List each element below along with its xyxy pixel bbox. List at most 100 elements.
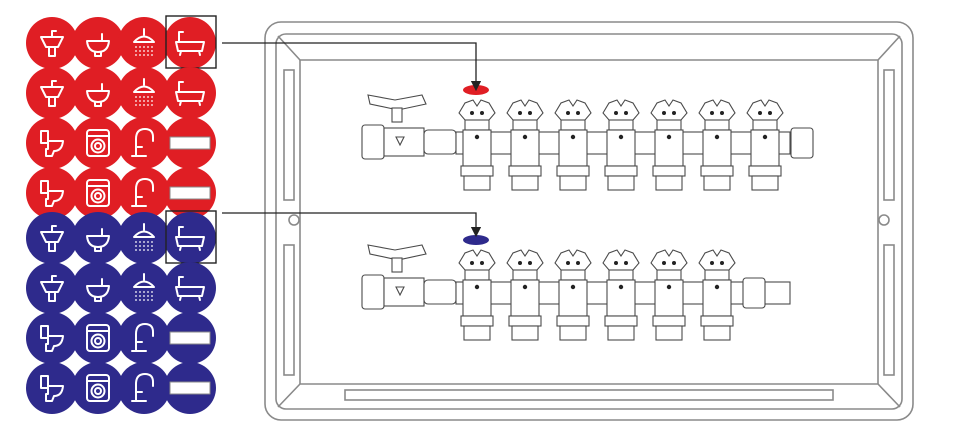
outlet-valve	[650, 99, 688, 191]
bathtub-icon	[175, 276, 205, 301]
outlet-valve	[698, 249, 736, 341]
sticker-disc	[26, 262, 78, 314]
blank-label-icon	[169, 186, 211, 200]
outlet-valve	[554, 249, 592, 341]
hot-sticker	[118, 117, 170, 169]
outlet-valve	[506, 99, 544, 191]
shower-icon	[133, 223, 155, 251]
outlet-valve	[554, 99, 592, 191]
washing-machine-icon	[86, 324, 110, 352]
cold-sticker	[118, 262, 170, 314]
sticker-disc	[26, 167, 78, 219]
cold-sticker	[26, 362, 78, 414]
sticker-disc	[26, 117, 78, 169]
hot-sticker	[164, 15, 217, 69]
bidet-icon	[86, 83, 110, 107]
cold-sticker	[72, 362, 124, 414]
washbasin-icon	[40, 30, 64, 57]
ball-valve	[361, 94, 457, 160]
washbasin-icon	[40, 225, 64, 252]
cold-sticker	[26, 212, 78, 264]
cold-sticker-sheet	[26, 210, 217, 414]
washbasin-icon	[40, 80, 64, 107]
hot-sticker	[164, 167, 216, 219]
hot-sticker	[72, 117, 124, 169]
bidet-icon	[86, 278, 110, 302]
cold-sticker	[118, 312, 170, 364]
leader-lines	[222, 42, 482, 238]
hot-sticker	[72, 67, 124, 119]
bathtub-icon	[175, 31, 205, 56]
hot-sticker-sheet	[26, 15, 217, 219]
cold-sticker	[72, 212, 124, 264]
manifold-cabinet	[264, 21, 914, 421]
outlet-valve	[746, 99, 784, 191]
faucet-icon	[131, 128, 154, 157]
toilet-icon	[40, 130, 64, 157]
toilet-icon	[40, 180, 64, 207]
sticker-disc	[26, 67, 78, 119]
hot-sticker	[72, 17, 124, 69]
cold-sticker	[118, 212, 170, 264]
washbasin-icon	[40, 275, 64, 302]
faucet-icon	[131, 178, 154, 207]
sticker-disc	[118, 362, 170, 414]
hot-sticker	[26, 167, 78, 219]
hot-sticker	[164, 67, 216, 119]
toilet-icon	[40, 375, 64, 402]
end-cap	[742, 277, 766, 309]
toilet-icon	[40, 325, 64, 352]
outlet-valve	[650, 249, 688, 341]
washing-machine-icon	[86, 179, 110, 207]
sticker-disc	[118, 312, 170, 364]
hot-sticker	[72, 167, 124, 219]
faucet-icon	[131, 373, 154, 402]
sticker-disc	[72, 67, 124, 119]
hot-leader-line	[222, 42, 482, 92]
cold-sticker	[164, 312, 216, 364]
sticker-disc	[118, 117, 170, 169]
faucet-icon	[131, 323, 154, 352]
outlet-valve	[602, 99, 640, 191]
hot-sticker	[118, 67, 170, 119]
bidet-icon	[86, 228, 110, 252]
blank-label-icon	[169, 381, 211, 395]
sticker-disc	[72, 262, 124, 314]
outlet-valve	[458, 249, 496, 341]
shower-icon	[133, 273, 155, 301]
outlet-valve	[458, 99, 496, 191]
hot-marker	[463, 85, 489, 95]
outlet-valve	[698, 99, 736, 191]
cold-manifold	[361, 235, 791, 341]
cold-sticker	[72, 262, 124, 314]
sticker-disc	[26, 362, 78, 414]
hot-sticker	[26, 67, 78, 119]
washing-machine-icon	[86, 374, 110, 402]
sticker-disc	[72, 17, 124, 69]
washing-machine-icon	[86, 129, 110, 157]
sticker-disc	[26, 17, 78, 69]
sticker-disc	[26, 312, 78, 364]
hot-sticker	[164, 117, 216, 169]
end-cap	[790, 127, 814, 159]
bidet-icon	[86, 33, 110, 57]
cold-sticker	[26, 262, 78, 314]
cold-sticker	[164, 210, 217, 264]
sticker-disc	[72, 212, 124, 264]
sticker-disc	[26, 212, 78, 264]
cold-sticker	[26, 312, 78, 364]
sticker-disc	[118, 167, 170, 219]
cold-sticker	[164, 262, 216, 314]
ball-valve	[361, 244, 457, 310]
hot-sticker	[118, 167, 170, 219]
cold-sticker	[118, 362, 170, 414]
hot-sticker	[118, 17, 170, 69]
blank-label-icon	[169, 331, 211, 345]
cold-leader-line	[222, 212, 482, 238]
outlet-valve	[602, 249, 640, 341]
hot-sticker	[26, 117, 78, 169]
blank-label-icon	[169, 136, 211, 150]
shower-icon	[133, 78, 155, 106]
cold-sticker	[72, 312, 124, 364]
